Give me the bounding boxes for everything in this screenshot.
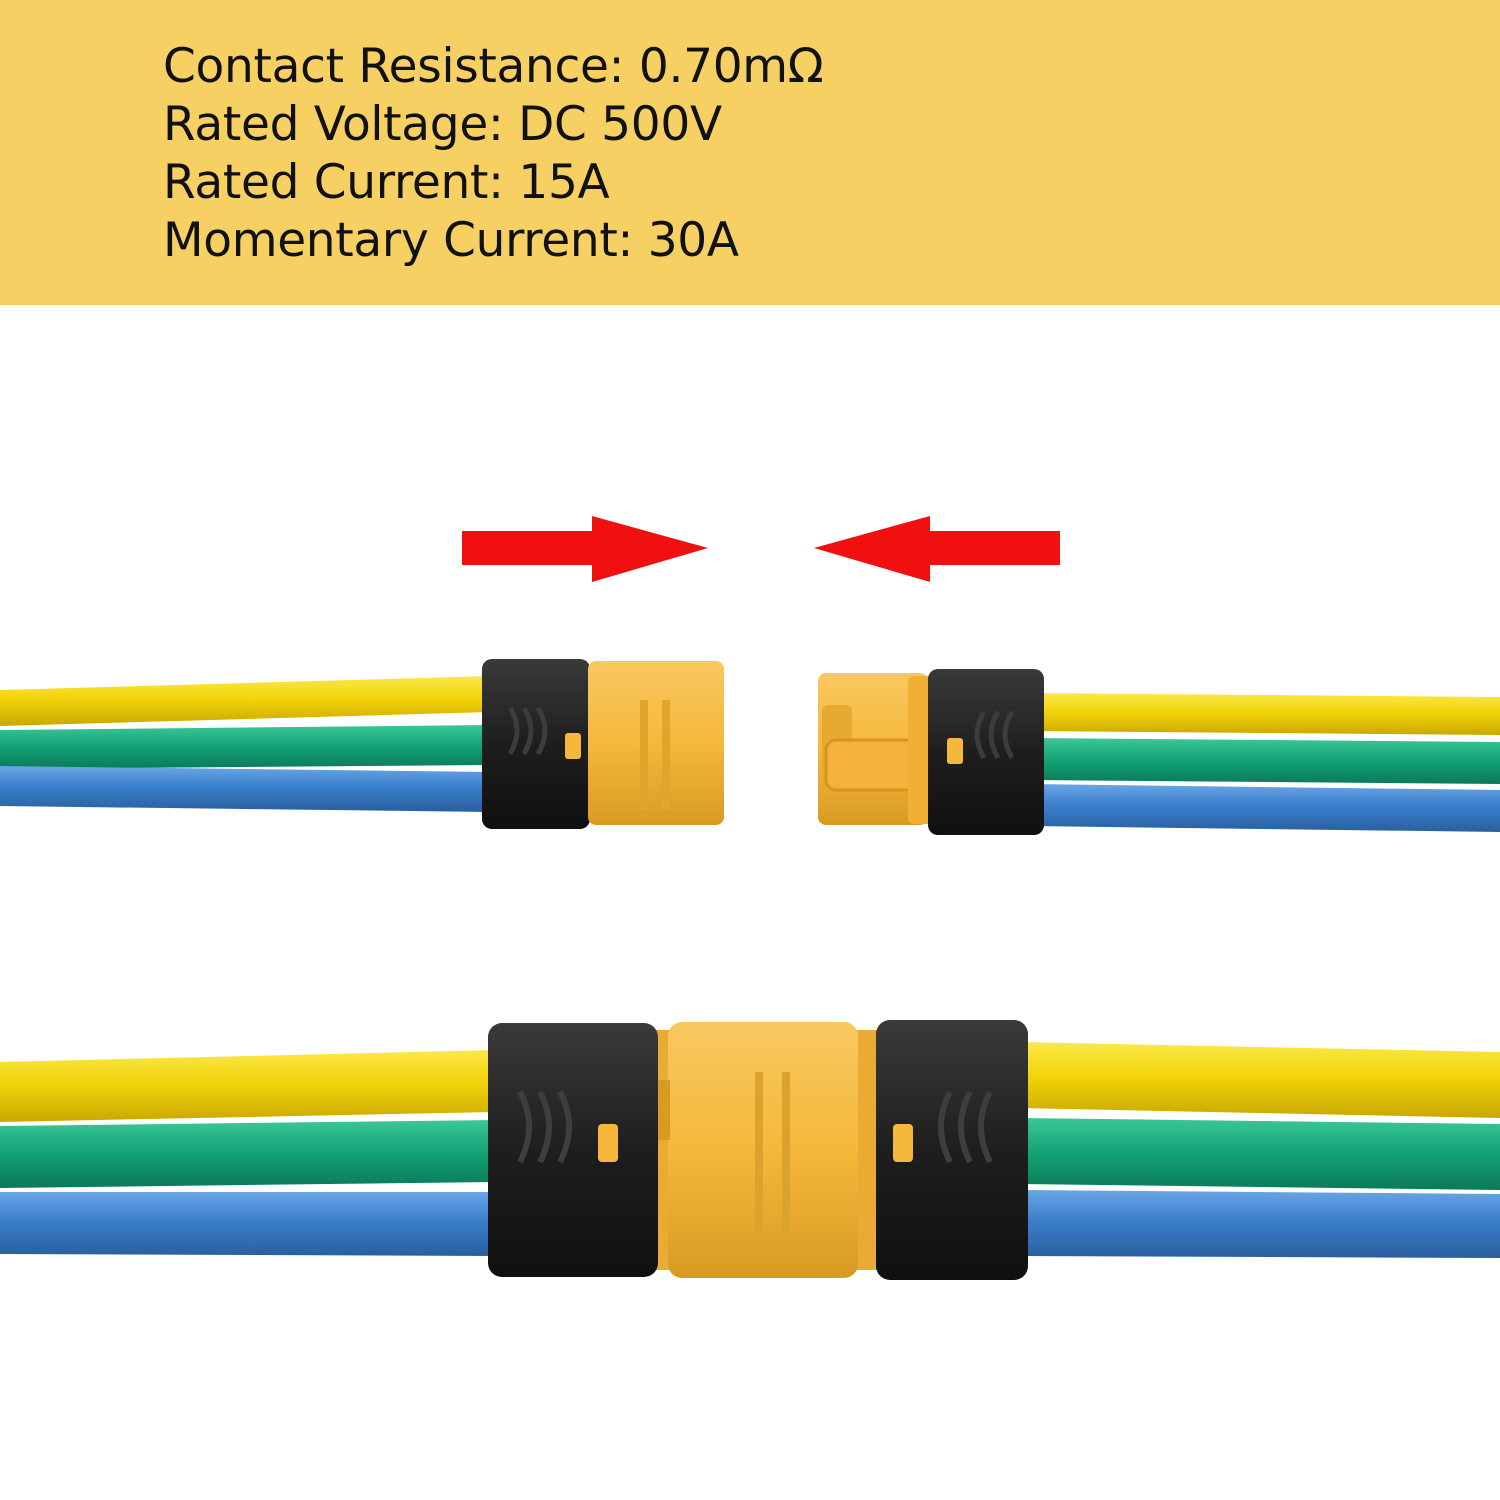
connector-illustration xyxy=(0,516,1500,1280)
right-cable-top xyxy=(1030,693,1500,832)
spec-momentary-current: Momentary Current: 30A xyxy=(163,213,739,268)
spec-contact-resistance: Contact Resistance: 0.70mΩ xyxy=(163,39,824,94)
connector-sleeve-right xyxy=(876,1020,1028,1280)
blue-wire xyxy=(0,1192,495,1256)
green-wire xyxy=(1030,738,1500,784)
yellow-wire xyxy=(1020,1042,1500,1118)
arrow-left-icon xyxy=(814,516,1060,582)
arrow-right-icon xyxy=(462,516,708,582)
spec-rated-current: Rated Current: 15A xyxy=(163,155,610,210)
female-connector xyxy=(818,669,1044,835)
spec-banner: Contact Resistance: 0.70mΩ Rated Voltage… xyxy=(0,0,1500,305)
green-wire xyxy=(0,1120,495,1188)
connector-housing xyxy=(588,661,724,825)
mated-connector xyxy=(488,1020,1028,1280)
connector-photo xyxy=(0,305,1500,1500)
yellow-wire xyxy=(0,676,490,726)
connector-sleeve xyxy=(482,659,590,829)
spec-rated-voltage: Rated Voltage: DC 500V xyxy=(163,97,722,152)
blue-wire xyxy=(1020,1190,1500,1258)
blue-wire xyxy=(1030,784,1500,832)
green-wire xyxy=(0,725,490,769)
male-connector xyxy=(482,659,724,829)
spec-list: Contact Resistance: 0.70mΩ Rated Voltage… xyxy=(163,38,824,270)
left-cable-bottom xyxy=(0,1050,495,1256)
yellow-wire xyxy=(0,1050,495,1122)
green-wire xyxy=(1020,1118,1500,1190)
blue-wire xyxy=(0,766,490,812)
left-cable-top xyxy=(0,676,490,812)
connector-sleeve xyxy=(928,669,1044,835)
yellow-wire xyxy=(1030,693,1500,735)
right-cable-bottom xyxy=(1020,1042,1500,1258)
connector-sleeve-left xyxy=(488,1023,658,1277)
